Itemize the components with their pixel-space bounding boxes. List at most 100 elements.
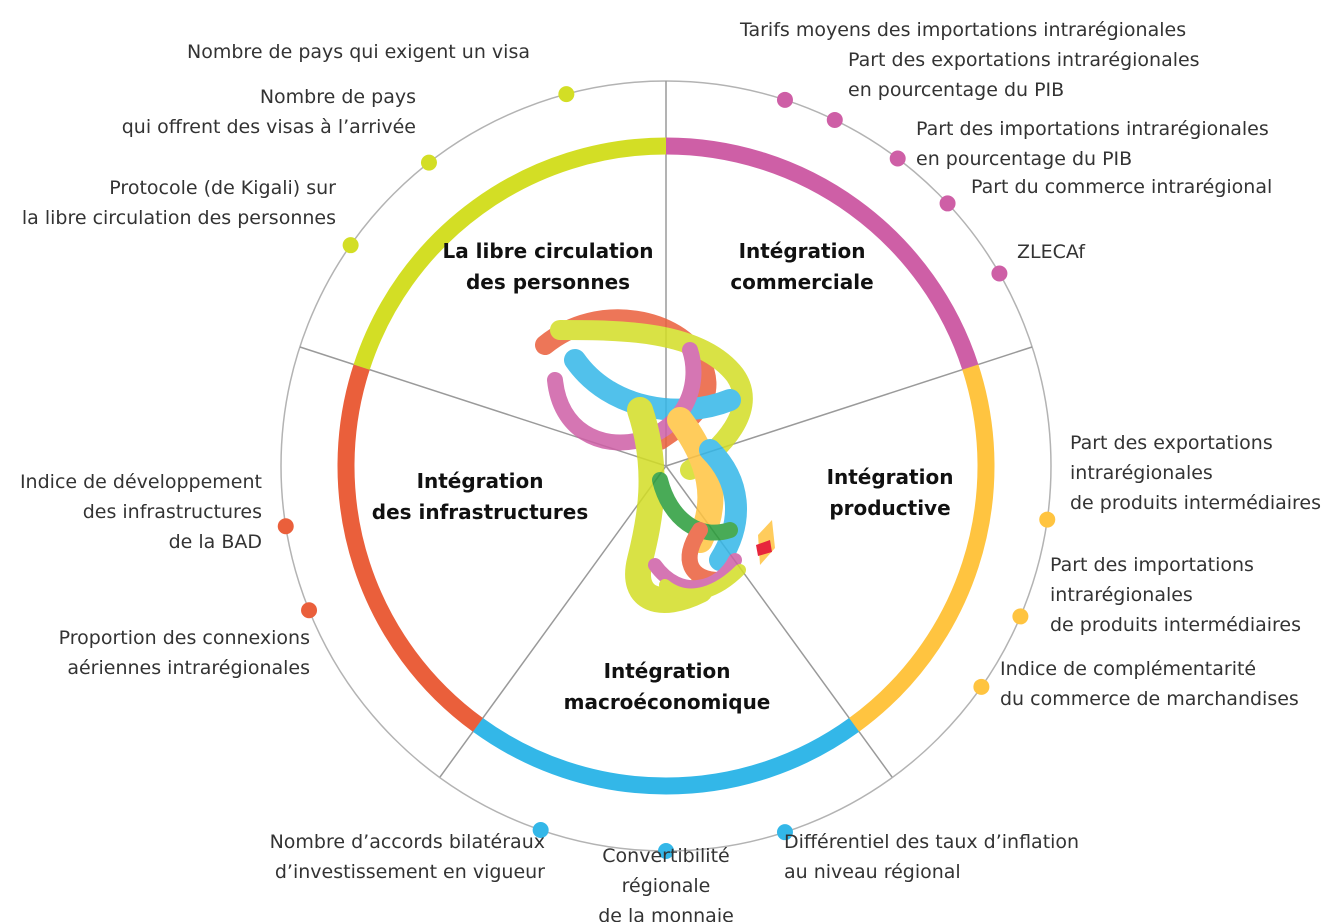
indicator-label-line: du commerce de marchandises [1000, 688, 1299, 710]
indicator-dot [420, 154, 437, 171]
africa-map-logo [535, 309, 775, 613]
indicator-people-2: Nombre de pays qui offrent des visas à l’… [122, 86, 437, 171]
indicator-dot [776, 824, 793, 841]
indicator-label: Proportion des connexions aériennes intra… [59, 627, 310, 679]
indicator-label: Tarifs moyens des importations intrarégi… [739, 19, 1186, 41]
indicator-trade-1: Tarifs moyens des importations intrarégi… [739, 19, 1186, 108]
indicator-people-1: Protocole (de Kigali) sur la libre circul… [22, 177, 359, 254]
indicator-label-line: ZLECAf [1017, 241, 1086, 263]
indicator-dot [991, 265, 1008, 282]
indicator-productive-3: Indice de complémentarité du commerce de … [973, 658, 1299, 710]
indicator-dot [658, 843, 674, 859]
indicator-label-line: Nombre de pays qui exigent un visa [187, 41, 530, 63]
indicator-label-line: intrarégionales [1050, 584, 1193, 606]
arc-macro [472, 718, 860, 795]
indicator-dot [558, 86, 575, 103]
indicator-dot [1012, 608, 1029, 625]
indicator-label-line: en pourcentage du PIB [848, 79, 1064, 101]
indicator-label-line: de produits intermédiaires [1070, 492, 1321, 514]
dimension-arcs [337, 137, 995, 795]
indicator-label: Nombre de pays qui exigent un visa [187, 41, 530, 63]
indicator-dot [939, 195, 956, 212]
indicator-macro-1: Différentiel des taux d’inflation au nive… [776, 824, 1079, 883]
indicator-label: ZLECAf [1017, 241, 1086, 263]
indicator-label: Nombre d’accords bilatéraux d’investissem… [270, 831, 546, 883]
indicator-label-line: aériennes intrarégionales [67, 657, 310, 679]
indicator-label-line: Différentiel des taux d’inflation [784, 831, 1079, 853]
indicator-dot [973, 678, 990, 695]
indicator-productive-2: Part des importations intrarégionales de p… [1012, 554, 1301, 636]
indicator-label: Indice de complémentarité du commerce de … [1000, 658, 1299, 710]
indicator-people-3: Nombre de pays qui exigent un visa [187, 41, 575, 103]
indicator-dot [1039, 511, 1056, 528]
indicator-label-line: Nombre d’accords bilatéraux [270, 831, 545, 853]
dim-people-subtitle: des personnes [466, 270, 630, 294]
indicator-label: Part des exportations intrarégionales de p… [1070, 432, 1321, 514]
indicator-macro-3: Nombre d’accords bilatéraux d’investissem… [270, 822, 549, 883]
indicator-label-line: Part du commerce intrarégional [971, 176, 1272, 198]
indicator-label-line: qui offrent des visas à l’arrivée [122, 116, 416, 138]
indicator-label-line: en pourcentage du PIB [916, 148, 1132, 170]
indicator-label-line: Nombre de pays [260, 86, 416, 108]
dim-infrastructure-subtitle: des infrastructures [372, 500, 588, 524]
indicator-dot [342, 237, 359, 254]
indicator-label-line: de la BAD [169, 531, 262, 553]
indicator-dot [826, 111, 843, 128]
dim-people-title: La libre circulation [442, 239, 653, 263]
indicator-label-line: au niveau régional [784, 861, 961, 883]
dim-infrastructure-title: Intégration [417, 469, 544, 493]
indicator-label: Part des exportations intrarégionales en … [848, 49, 1200, 101]
indicator-label: Nombre de pays qui offrent des visas à l’… [122, 86, 416, 138]
indicator-label-line: intrarégionales [1070, 462, 1213, 484]
indicator-dot [776, 91, 793, 108]
indicator-trade-4: Part du commerce intrarégional [939, 176, 1272, 212]
indicator-dot [889, 150, 906, 167]
dim-productive-title: Intégration [827, 465, 954, 489]
indicator-label: Convertibilité régionale de la monnaie [598, 845, 734, 922]
indicator-label: Différentiel des taux d’inflation au nive… [784, 831, 1079, 883]
indicator-trade-3: Part des importations intrarégionales en … [889, 118, 1269, 170]
indicator-label-line: des infrastructures [83, 501, 262, 523]
indicator-label: Protocole (de Kigali) sur la libre circul… [22, 177, 336, 229]
dim-macro-title: Intégration [604, 659, 731, 683]
indicator-label-line: Part des exportations intrarégionales [848, 49, 1200, 71]
indicator-trade-5: ZLECAf [991, 241, 1086, 282]
indicator-label: Indice de développement des infrastructur… [20, 471, 262, 553]
indicator-dot [277, 518, 294, 535]
indicator-label-line: Part des importations intrarégionales [916, 118, 1269, 140]
indicator-label-line: Proportion des connexions [59, 627, 310, 649]
indicator-infrastructure-2: Indice de développement des infrastructur… [20, 471, 294, 553]
indicator-label-line: la libre circulation des personnes [22, 207, 336, 229]
indicator-infrastructure-1: Proportion des connexions aériennes intra… [59, 602, 318, 679]
indicator-label-line: Part des exportations [1070, 432, 1273, 454]
indicator-list: Tarifs moyens des importations intrarégi… [20, 19, 1321, 922]
indicator-macro-2: Convertibilité régionale de la monnaie [598, 843, 734, 922]
indicator-dot [301, 602, 318, 619]
indicator-label-line: régionale [622, 875, 711, 897]
indicator-trade-2: Part des exportations intrarégionales en … [826, 49, 1200, 128]
indicator-label-line: Tarifs moyens des importations intrarégi… [739, 19, 1186, 41]
indicator-label: Part des importations intrarégionales en … [916, 118, 1269, 170]
dim-macro-subtitle: macroéconomique [564, 690, 771, 714]
dim-trade-subtitle: commerciale [730, 270, 873, 294]
indicator-label: Part des importations intrarégionales de p… [1050, 554, 1301, 636]
indicator-productive-1: Part des exportations intrarégionales de p… [1039, 432, 1321, 528]
dim-productive-subtitle: productive [829, 496, 950, 520]
indicator-label-line: de produits intermédiaires [1050, 614, 1301, 636]
indicator-label-line: Convertibilité [602, 845, 729, 867]
indicator-label-line: d’investissement en vigueur [275, 861, 545, 883]
indicator-label: Part du commerce intrarégional [971, 176, 1272, 198]
arc-infrastructure [337, 364, 483, 732]
indicator-label-line: Indice de complémentarité [1000, 658, 1256, 680]
dim-trade-title: Intégration [739, 239, 866, 263]
indicator-dot [532, 822, 549, 839]
indicator-label-line: Indice de développement [20, 471, 262, 493]
indicator-label-line: de la monnaie [598, 905, 734, 922]
arc-productive [849, 364, 995, 732]
arc-people [353, 137, 667, 370]
indicator-label-line: Part des importations [1050, 554, 1254, 576]
dimension-labels: La libre circulation des personnes Intég… [372, 239, 954, 714]
arc-trade [665, 137, 979, 370]
indicator-label-line: Protocole (de Kigali) sur [109, 177, 336, 199]
